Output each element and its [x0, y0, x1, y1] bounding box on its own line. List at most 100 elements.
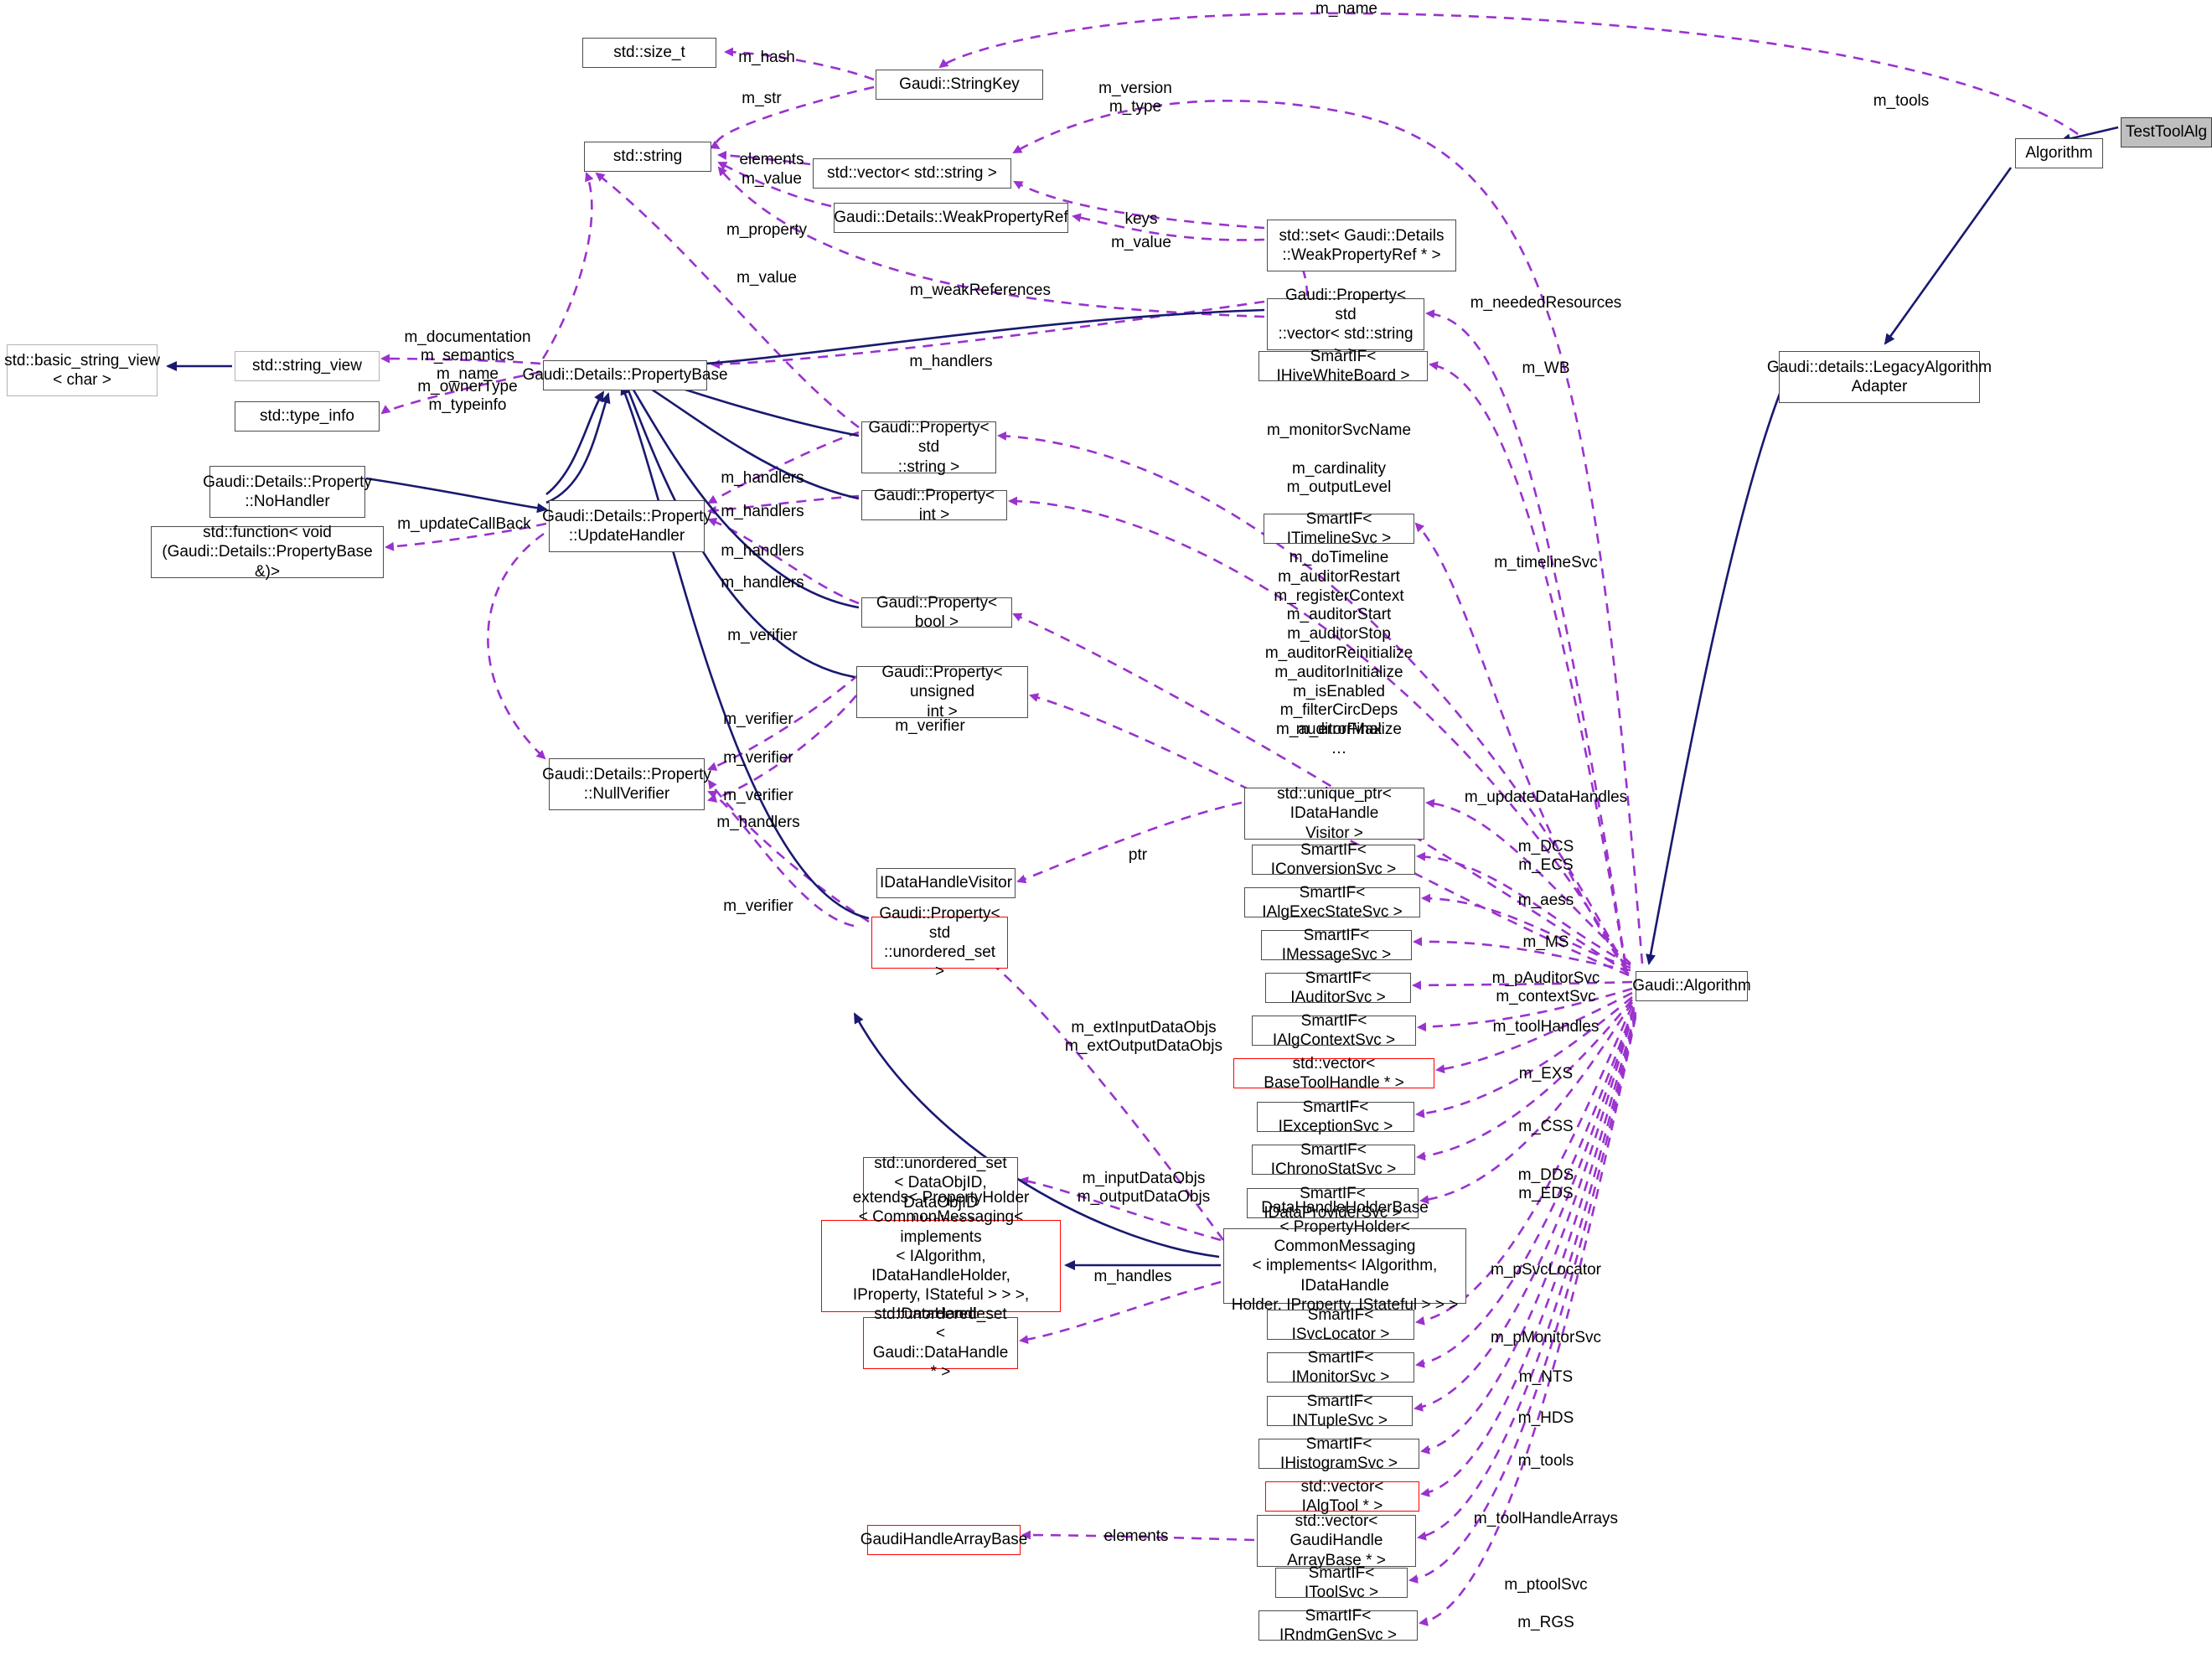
- class-node-sifntuple[interactable]: SmartIF< INTupleSvc >: [1267, 1393, 1413, 1429]
- class-node-sifexception[interactable]: SmartIF< IExceptionSvc >: [1257, 1098, 1414, 1135]
- edge-label-m_property: m_property: [726, 221, 808, 239]
- edge-label-m_verifier_1: m_verifier: [727, 627, 798, 644]
- edge-label-m_handles: m_handles: [1093, 1268, 1172, 1285]
- class-node-sifauditor[interactable]: SmartIF< IAuditorSvc >: [1265, 969, 1411, 1006]
- class-node-sifsvclocator[interactable]: SmartIF< ISvcLocator >: [1267, 1306, 1414, 1343]
- edge-label-m_pauditor: m_pAuditorSvc m_contextSvc: [1491, 969, 1600, 1006]
- class-node-sifdataprovider[interactable]: SmartIF< IDataProviderSvc >: [1247, 1185, 1419, 1222]
- edge-label-m_tools_bot: m_tools: [1517, 1452, 1574, 1470]
- edge-label-m_value_3: m_value: [736, 269, 797, 287]
- edge-label-m_cardinality: m_cardinality m_outputLevel: [1286, 460, 1392, 497]
- edge-label-m_WB: m_WB: [1522, 359, 1570, 377]
- class-node-updatehandler[interactable]: Gaudi::Details::Property ::UpdateHandler: [542, 500, 711, 552]
- class-node-datahandlevisitor[interactable]: IDataHandleVisitor: [876, 868, 1016, 898]
- edge-label-m_toolhandlearr: m_toolHandleArrays: [1473, 1510, 1619, 1527]
- edge-label-m_MS: m_MS: [1522, 933, 1569, 951]
- class-node-sifchronostat[interactable]: SmartIF< IChronoStatSvc >: [1252, 1141, 1415, 1178]
- class-node-stdfunction[interactable]: std::function< void (Gaudi::Details::Pro…: [151, 524, 384, 581]
- edge-label-m_needed: m_neededResources: [1470, 294, 1622, 312]
- class-node-nohandler[interactable]: Gaudi::Details::Property ::NoHandler: [203, 466, 372, 518]
- class-node-vecgaudihandlearr[interactable]: std::vector< GaudiHandle ArrayBase * >: [1257, 1512, 1416, 1569]
- class-node-vecbasetoolhandle[interactable]: std::vector< BaseToolHandle * >: [1233, 1055, 1434, 1092]
- class-node-sifhivewb[interactable]: SmartIF< IHiveWhiteBoard >: [1258, 348, 1428, 385]
- class-node-propvecstring[interactable]: Gaudi::Property< std ::vector< std::stri…: [1267, 287, 1424, 362]
- class-node-testtoolalg[interactable]: TestToolAlg: [2121, 117, 2212, 147]
- edge-label-m_HDS: m_HDS: [1517, 1409, 1574, 1427]
- edge-label-m_EXS: m_EXS: [1518, 1065, 1574, 1083]
- class-node-uniqueptrvisitor[interactable]: std::unique_ptr< IDataHandle Visitor >: [1244, 785, 1424, 842]
- edge-label-m_inputdata: m_inputDataObjs m_outputDataObjs: [1077, 1170, 1211, 1207]
- edge-label-m_errormax: m_errorMax: [1295, 721, 1382, 738]
- edge-label-m_timelinesvc: m_timelineSvc: [1494, 554, 1598, 571]
- class-node-vecialgtool[interactable]: std::vector< IAlgTool * >: [1265, 1478, 1419, 1515]
- edge-label-m_value_2: m_value: [1111, 234, 1171, 251]
- class-node-sifhistogram[interactable]: SmartIF< IHistogramSvc >: [1258, 1435, 1419, 1472]
- edge-label-m_CSS: m_CSS: [1518, 1118, 1574, 1135]
- edge-label-m_name: m_name: [1315, 0, 1377, 18]
- class-node-gaudialgorithm[interactable]: Gaudi::Algorithm: [1632, 971, 1751, 1001]
- edge-label-m_ptoolsvc: m_ptoolSvc: [1504, 1576, 1588, 1594]
- edge-label-m_DDS: m_DDS m_EDS: [1517, 1166, 1574, 1203]
- class-node-propint[interactable]: Gaudi::Property< int >: [861, 487, 1007, 524]
- edge-label-m_hash: m_hash: [738, 49, 795, 66]
- edge-label-m_verifier_6: m_verifier: [723, 897, 793, 915]
- edge-label-m_toolhandles: m_toolHandles: [1492, 1018, 1600, 1036]
- class-node-siftimeline[interactable]: SmartIF< ITimelineSvc >: [1264, 510, 1414, 547]
- edge-label-m_RGS: m_RGS: [1517, 1614, 1574, 1631]
- class-node-sifmonitor[interactable]: SmartIF< IMonitorSvc >: [1267, 1349, 1414, 1386]
- edge-label-m_handlers_4: m_handlers: [721, 542, 804, 560]
- class-node-vecstring[interactable]: std::vector< std::string >: [813, 158, 1011, 189]
- edge-label-m_updatedh: m_updateDataHandles: [1464, 788, 1628, 806]
- edge-label-m_documentation: m_documentation m_semantics m_name: [404, 328, 531, 384]
- class-node-siftoolsvc[interactable]: SmartIF< IToolSvc >: [1275, 1564, 1408, 1601]
- class-node-propuint[interactable]: Gaudi::Property< unsigned int >: [856, 664, 1028, 721]
- edge-label-m_verifier_5: m_verifier: [723, 787, 793, 804]
- edge-label-m_verifier_3: m_verifier: [723, 711, 793, 728]
- class-node-string[interactable]: std::string: [584, 142, 711, 172]
- edge-label-elements_bot: elements: [1103, 1527, 1169, 1545]
- class-node-stringview[interactable]: std::string_view: [235, 351, 380, 381]
- edge-label-m_handlers_1: m_handlers: [909, 353, 993, 370]
- edge-label-m_value_1: m_value: [742, 170, 802, 188]
- class-node-sifalgexecstate[interactable]: SmartIF< IAlgExecStateSvc >: [1244, 884, 1420, 921]
- edge-label-m_verifier_2: m_verifier: [895, 717, 965, 735]
- class-node-sifrndmgen[interactable]: SmartIF< IRndmGenSvc >: [1258, 1607, 1418, 1644]
- class-node-sifconversion[interactable]: SmartIF< IConversionSvc >: [1252, 841, 1415, 878]
- edge-label-m_ownertype: m_ownerType m_typeinfo: [417, 378, 518, 415]
- edge-label-m_weakrefs: m_weakReferences: [910, 282, 1051, 299]
- edge-label-m_tools_top: m_tools: [1873, 92, 1930, 110]
- edge-label-m_pmonitorsvc: m_pMonitorSvc: [1491, 1329, 1601, 1346]
- edge-label-elements_top: elements: [739, 151, 804, 168]
- class-node-extendsph[interactable]: extends< PropertyHolder < CommonMessagin…: [821, 1189, 1061, 1343]
- class-node-weakpropref[interactable]: Gaudi::Details::WeakPropertyRef: [834, 203, 1068, 233]
- edge-label-m_DCS: m_DCS m_ECS: [1517, 838, 1574, 875]
- edge-label-m_psvclocator: m_pSvcLocator: [1490, 1261, 1602, 1279]
- class-node-setweakpropref[interactable]: std::set< Gaudi::Details ::WeakPropertyR…: [1267, 220, 1456, 271]
- class-node-algorithm[interactable]: Algorithm: [2015, 138, 2103, 168]
- edge-label-m_handlers_6: m_handlers: [716, 814, 800, 831]
- class-node-basicstringview[interactable]: std::basic_string_view < char >: [4, 344, 160, 396]
- class-node-stringkey[interactable]: Gaudi::StringKey: [876, 70, 1043, 100]
- edge-label-m_extinput: m_extInputDataObjs m_extOutputDataObjs: [1065, 1019, 1222, 1056]
- class-node-propstring[interactable]: Gaudi::Property< std ::string >: [861, 419, 996, 476]
- class-node-dhholderbase[interactable]: DataHandleHolderBase < PropertyHolder< C…: [1223, 1199, 1466, 1333]
- class-node-propbool[interactable]: Gaudi::Property< bool >: [861, 594, 1012, 631]
- class-node-nullverifier[interactable]: Gaudi::Details::Property ::NullVerifier: [542, 758, 711, 810]
- edge-label-keys: keys: [1124, 210, 1158, 228]
- class-node-sifalgcontext[interactable]: SmartIF< IAlgContextSvc >: [1252, 1012, 1416, 1049]
- edge-label-m_handlers_3: m_handlers: [721, 503, 804, 520]
- class-node-unordsetdh[interactable]: std::unordered_set < Gaudi::DataHandle *…: [863, 1305, 1018, 1381]
- class-node-propunordset[interactable]: Gaudi::Property< std ::unordered_set >: [871, 905, 1008, 980]
- edge-label-m_NTS: m_NTS: [1518, 1368, 1574, 1386]
- class-node-legacyadapter[interactable]: Gaudi::details::LegacyAlgorithm Adapter: [1767, 351, 1992, 403]
- class-node-size_t[interactable]: std::size_t: [582, 38, 716, 68]
- class-node-gaudihandlearr[interactable]: GaudiHandleArrayBase: [861, 1525, 1027, 1555]
- edge-label-m_handlers_5: m_handlers: [721, 574, 804, 592]
- edge-label-m_handlers_2: m_handlers: [721, 469, 804, 487]
- edge-label-m_monitorsvc: m_monitorSvcName: [1266, 421, 1412, 439]
- class-node-sifmessage[interactable]: SmartIF< IMessageSvc >: [1261, 927, 1412, 964]
- class-node-typeinfo[interactable]: std::type_info: [235, 401, 380, 432]
- class-node-propertybase[interactable]: Gaudi::Details::PropertyBase: [523, 360, 728, 390]
